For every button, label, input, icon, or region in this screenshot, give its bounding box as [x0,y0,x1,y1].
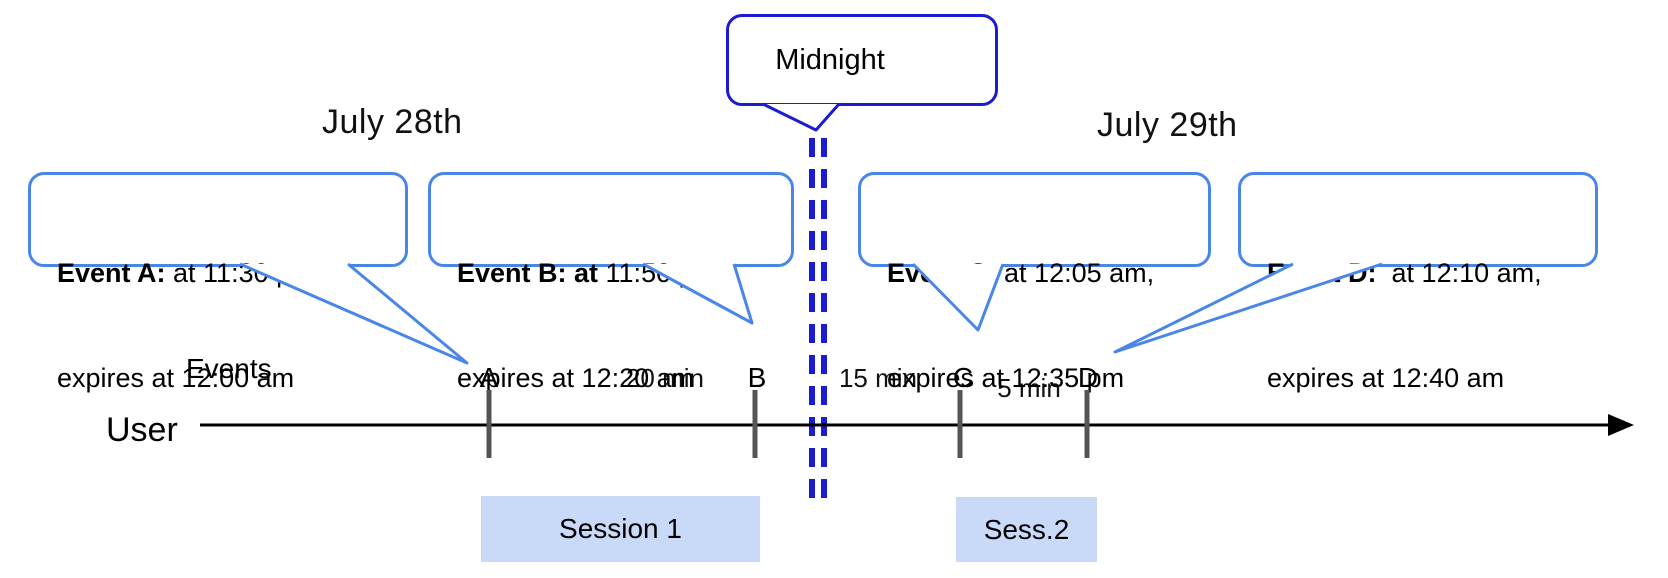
event-c-time: at 12:05 am, [996,258,1155,288]
event-a-line1: Event A: at 11:30 pm, [57,256,395,291]
event-b-time: 11:50 pm, [598,258,724,288]
midnight-callout: Midnight [726,14,998,106]
interval-label-5min: 5 min [997,373,1061,403]
session-1-box: Session 1 [481,496,760,562]
event-d-line1: Event D: at 12:10 am, [1267,256,1585,291]
tick-label-a: A [479,362,499,393]
session-2-label: Sess.2 [983,513,1070,545]
event-a-time: at 11:30 pm, [165,258,322,288]
event-b-callout: Event B: at 11:50 pm, expires at 12:20 a… [428,172,794,393]
event-a-callout: Event A: at 11:30 pm, expires at 12:00 a… [28,172,408,393]
tick-label-d: D [1077,362,1099,393]
event-b-title: Event B: at [457,258,599,288]
interval-label-20min: 20 min [625,363,705,393]
event-d-title: Event D: [1267,258,1377,288]
midnight-callout-label: Midnight [775,43,885,76]
event-d-time: at 12:10 am, [1376,258,1542,288]
interval-label-15min: 15 min [838,363,918,393]
event-d-callout: Event D: at 12:10 am, expires at 12:40 a… [1238,172,1598,393]
event-d-line2: expires at 12:40 am [1267,363,1505,393]
event-c-callout: Event C: at 12:05 am, expires at 12:35 p… [858,172,1211,393]
event-b-line1: Event B: at 11:50 pm, [457,256,781,291]
event-c-line2: expires at 12:35 pm [887,363,1125,393]
timeline-arrowhead-icon [1608,414,1634,436]
event-a-title: Event A: [57,258,166,288]
event-b-line2: expires at 12:20 am [457,363,695,393]
user-axis-label: User [106,411,178,449]
event-a-line2: expires at 12:00 am [57,363,295,393]
session-2-box: Sess.2 [956,497,1097,562]
event-c-line1: Event C: at 12:05 am, [887,256,1198,291]
tick-label-c: C [952,362,974,393]
tick-label-b: B [747,362,767,393]
session-1-label: Session 1 [559,513,682,544]
event-c-title: Event C: [887,258,997,288]
midnight-callout-tail [762,102,841,132]
day-header-july-29: July 29th [1097,106,1238,144]
day-header-july-28: July 28th [322,103,463,141]
